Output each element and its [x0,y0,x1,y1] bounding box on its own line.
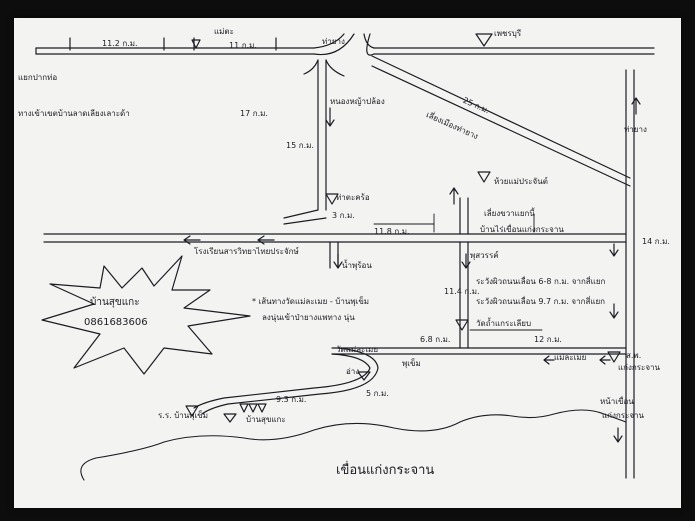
label-km-14: 14 ก.ม. [642,237,670,246]
label-tha-kradan: ท่าตะคร้อ [336,193,370,202]
label-phu-sawan: พุสวรรค์ [470,251,499,260]
label-km-5: 5 ก.ม. [366,389,389,398]
label-km-11-2: 11.2 ก.ม. [102,39,138,48]
road-north-spur [459,197,469,235]
highlight-phone: 0861683606 [84,317,148,328]
label-ban-kaeng: บ้านไร่เขื่อนแก่งกระจาน [480,225,564,234]
label-nong-ya-plong: หนองหญ้าปล้อง [330,97,385,106]
label-rong-rian: โรงเรียนสารวิทยาไทยประจักษ์ [194,247,299,256]
road-main-ew [43,233,627,243]
label-rr-ban: ร.ร. บ้านพุเข็ม [158,411,209,420]
label-phu-khem: พุเข็ม [402,359,421,368]
label-ang: อ่าง [346,367,360,376]
road-south-spur [329,241,339,269]
road-bend [283,209,327,225]
label-km-6-8: 6.8 ก.ม. [420,335,451,344]
label-km-15: 15 ก.ม. [286,141,314,150]
label-phetchaburi: เพชรบุรี [494,29,522,38]
road-right-vertical [625,69,635,479]
label-sor-tor: ส.พ. [626,351,642,360]
label-ban-suk: บ้านสุขแกะ [246,415,286,424]
label-km-12: 12 ก.ม. [534,335,562,344]
reservoir-shore [80,409,627,481]
label-km-9-3: 9.3 ก.ม. [276,395,307,404]
km-bar-marks [69,37,277,51]
direction-arrows [183,97,641,443]
label-mae-praman: แม่ละเมย [554,353,587,362]
road-to-ban-suk [193,347,379,415]
label-km-11-8: 11.8 ก.ม. [374,227,410,236]
road-lower-ew [331,347,627,355]
highlight-burst [41,255,251,375]
highway-top-right [373,47,655,55]
label-mae-ta: แม่ตะ [214,27,234,36]
label-nua-khuean: หน้าเขื่อน [600,397,634,406]
road-curve-top [303,59,345,77]
dimension-lines [373,213,543,331]
label-tha-yang-right: ท่ายาง [624,125,647,134]
label-wat-mae-lamei: วัดแม่ละเมย [336,345,379,354]
note-line1: * เส้นทางวัดแม่ละเมย - บ้านพุเข็ม [252,297,370,306]
label-nam-phu-ron: น้ำพุร้อน [342,261,372,270]
map-sheet: แม่ตะ ท่ายาง เพชรบุรี 11.2 ก.ม. 11 ก.ม. … [14,18,681,508]
label-km-11: 11 ก.ม. [229,41,257,50]
label-huay: ห้วยแม่ประจันต์ [494,177,548,186]
label-km-3: 3 ก.ม. [332,211,355,220]
highway-top [35,47,315,55]
highway-top-join [313,33,375,56]
label-sign2: ระวังผิวถนนเลื่อน 9.7 ก.ม. จากสี่แยก [476,297,606,306]
label-km-17: 17 ก.ม. [240,109,268,118]
label-kaeng-right: แก่งกระจาน [602,411,644,420]
label-kaeng-kra: แก่งกระจาน [618,363,660,372]
label-km-11-4: 11.4 ก.ม. [444,287,480,296]
label-wat: วัดถ้ำแกระเลียบ [476,319,532,328]
label-yaek-kaeng: เลี่ยงขวาแยกนี้ [484,209,535,218]
landmark-triangles [185,33,621,423]
label-tha-yang: ท่ายาง [322,37,345,46]
label-sign1: ระวังผิวถนนเลื่อน 6-8 ก.ม. จากสี่แยก [476,277,606,286]
road-nong-ya-plong [317,59,327,211]
road-mid-vertical [459,241,469,349]
title-reservoir: เขื่อนแก่งกระจาน [336,463,435,478]
road-map [35,33,655,481]
highlight-name: บ้านสุขแกะ [90,297,140,308]
label-yaek-pak-tho: แยกปากท่อ [18,73,58,82]
bypass-road [371,55,631,187]
label-ban-tai: ทางเข้าเขตบ้านลาดเลียงเลาะด้า [18,109,130,118]
note-line2: ลงนุ่นเข้าป่ายางแพทาง นุ่น [262,313,355,322]
